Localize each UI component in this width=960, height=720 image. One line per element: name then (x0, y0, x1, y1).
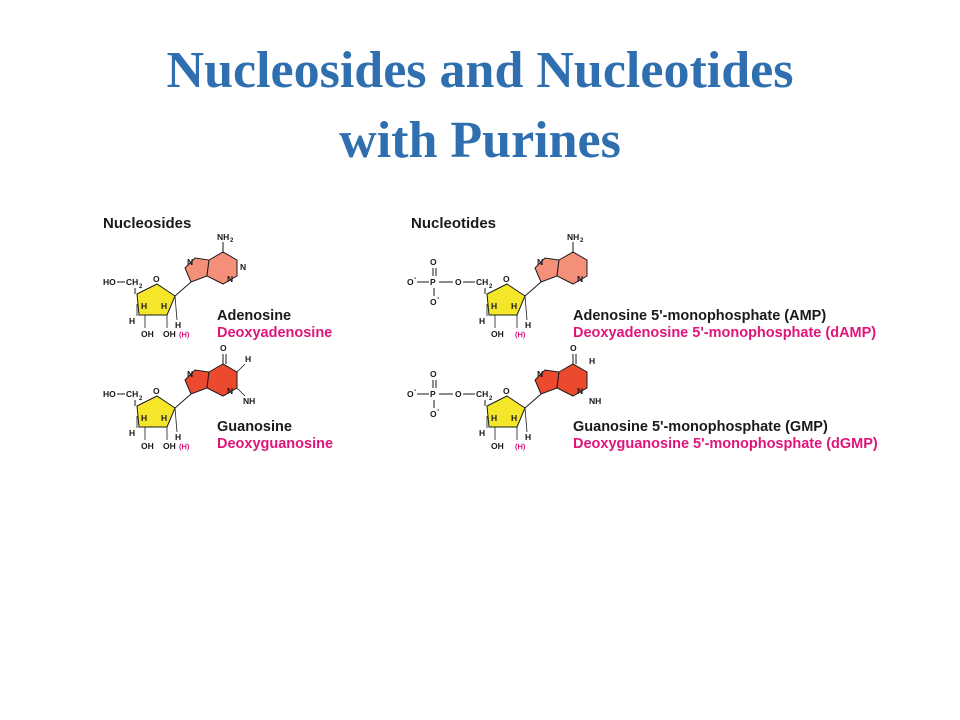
svg-text:O: O (153, 274, 160, 284)
svg-text:OH: OH (163, 329, 176, 339)
svg-text:HO: HO (103, 389, 116, 399)
svg-text:(H): (H) (515, 442, 526, 451)
svg-text:CH: CH (126, 277, 138, 287)
svg-text:OH: OH (491, 441, 504, 451)
svg-text:H: H (175, 320, 181, 330)
svg-text:NH: NH (567, 232, 579, 242)
svg-text:O: O (153, 386, 160, 396)
svg-text:2: 2 (489, 396, 493, 402)
gmp-structure: O - P O O - O CH 2 O H H H H OH (H) N N … (407, 343, 601, 451)
svg-text:2: 2 (139, 284, 143, 290)
svg-text:2: 2 (580, 238, 584, 244)
svg-text:-: - (437, 407, 440, 414)
svg-text:O: O (503, 386, 510, 396)
svg-text:N: N (187, 369, 193, 379)
svg-text:H: H (161, 413, 167, 423)
svg-text:H: H (129, 428, 135, 438)
title-line-1: Nucleosides and Nucleotides (166, 42, 794, 99)
svg-text:H: H (129, 316, 135, 326)
svg-text:NH: NH (217, 232, 229, 242)
svg-text:2: 2 (489, 284, 493, 290)
damp-label: Deoxyadenosine 5'-monophosphate (dAMP) (573, 325, 877, 341)
svg-text:H: H (491, 301, 497, 311)
svg-text:N: N (227, 386, 233, 396)
amp-structure: O - P O O - O CH 2 O H H H H OH (H) N N … (407, 232, 588, 339)
svg-text:O: O (430, 369, 437, 379)
svg-text:H: H (525, 432, 531, 442)
svg-text:O: O (430, 409, 437, 419)
svg-text:H: H (175, 432, 181, 442)
svg-text:H: H (491, 413, 497, 423)
svg-text:NH: NH (243, 396, 255, 406)
dgmp-label: Deoxyguanosine 5'-monophosphate (dGMP) (573, 436, 878, 452)
svg-text:N: N (227, 274, 233, 284)
svg-text:N: N (240, 262, 246, 272)
svg-text:OH: OH (491, 329, 504, 339)
svg-text:H: H (525, 320, 531, 330)
svg-text:CH: CH (476, 389, 488, 399)
svg-text:O: O (455, 277, 462, 287)
svg-text:O: O (407, 389, 414, 399)
svg-text:N: N (537, 257, 543, 267)
guanosine-label: Guanosine (217, 419, 292, 435)
svg-text:P: P (430, 389, 436, 399)
svg-text:2: 2 (139, 396, 143, 402)
adenosine-label: Adenosine (217, 308, 292, 324)
svg-text:OH: OH (141, 329, 154, 339)
svg-text:O: O (430, 297, 437, 307)
svg-text:CH: CH (126, 389, 138, 399)
svg-text:O: O (407, 277, 414, 287)
svg-text:-: - (414, 387, 417, 394)
gmp-label: Guanosine 5'-monophosphate (GMP) (573, 419, 828, 435)
svg-text:O: O (455, 389, 462, 399)
svg-text:N: N (577, 274, 583, 284)
guanosine-structure: HO CH 2 O H H H H OH OH (H) N N O H NH (103, 343, 255, 451)
svg-text:H: H (511, 301, 517, 311)
svg-text:O: O (570, 343, 577, 353)
svg-text:H: H (245, 354, 251, 364)
svg-text:-: - (414, 275, 417, 282)
svg-text:H: H (141, 301, 147, 311)
svg-text:(H): (H) (179, 330, 190, 339)
svg-text:H: H (141, 413, 147, 423)
svg-text:OH: OH (141, 441, 154, 451)
svg-text:2: 2 (230, 238, 234, 244)
svg-text:NH: NH (589, 396, 601, 406)
svg-text:N: N (537, 369, 543, 379)
svg-text:OH: OH (163, 441, 176, 451)
svg-text:H: H (161, 301, 167, 311)
svg-text:H: H (511, 413, 517, 423)
nucleotides-heading: Nucleotides (411, 215, 497, 232)
svg-text:O: O (503, 274, 510, 284)
svg-text:P: P (430, 277, 436, 287)
deoxyadenosine-label: Deoxyadenosine (217, 325, 333, 341)
adenosine-structure: HO CH 2 O H H H H OH OH (H) N N N NH 2 (103, 232, 246, 339)
title-line-2: with Purines (339, 112, 621, 169)
svg-text:(H): (H) (179, 442, 190, 451)
amp-label: Adenosine 5'-monophosphate (AMP) (573, 308, 827, 324)
deoxyguanosine-label: Deoxyguanosine (217, 436, 334, 452)
svg-text:(H): (H) (515, 330, 526, 339)
svg-text:N: N (577, 386, 583, 396)
svg-text:HO: HO (103, 277, 116, 287)
svg-text:O: O (220, 343, 227, 353)
svg-text:CH: CH (476, 277, 488, 287)
svg-text:H: H (479, 316, 485, 326)
nucleosides-heading: Nucleosides (103, 215, 192, 232)
svg-text:H: H (479, 428, 485, 438)
svg-text:-: - (437, 295, 440, 302)
svg-text:N: N (187, 257, 193, 267)
svg-text:H: H (589, 356, 595, 366)
svg-text:O: O (430, 257, 437, 267)
